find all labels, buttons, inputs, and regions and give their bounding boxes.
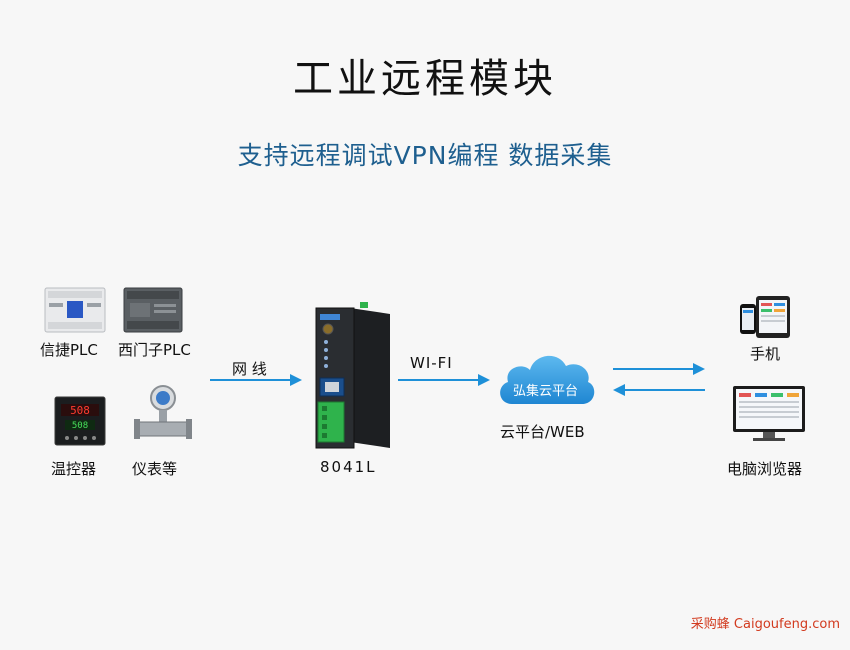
client-to-cloud-arrow [613,384,705,396]
browser-label: 电脑浏览器 [727,460,803,478]
page-title: 工业远程模块 [293,56,557,102]
siemens-plc-label: 西门子PLC [118,341,191,359]
wifi-label: WI-FI [410,354,453,372]
phone-tablet-image [740,296,790,338]
network-cable-arrow [210,374,302,386]
wifi-arrow [398,374,490,386]
computer-monitor-image [733,386,805,441]
svg-text:508: 508 [72,421,88,431]
svg-text:508: 508 [70,404,90,417]
xinje-plc-label: 信捷PLC [40,341,98,359]
watermark-text: 采购蜂 Caigoufeng.com [690,617,840,632]
page-subtitle: 支持远程调试VPN编程 数据采集 [237,141,613,170]
network-cable-label: 网 线 [232,360,267,378]
module-8041l-image [315,302,390,449]
xinje-plc-image [44,287,106,333]
cloud-icon [500,355,595,404]
temperature-controller-image: 508 508 [54,396,106,446]
phone-label: 手机 [750,345,781,363]
flow-meter-image [134,385,192,439]
cloud-to-client-arrow [613,363,705,375]
module-label: 8041L [320,458,377,476]
meter-label: 仪表等 [132,460,178,478]
cloud-platform-label: 云平台/WEB [500,423,585,441]
temperature-controller-label: 温控器 [51,460,97,478]
cloud-text: 弘集云平台 [513,384,579,399]
siemens-plc-image [123,287,183,333]
